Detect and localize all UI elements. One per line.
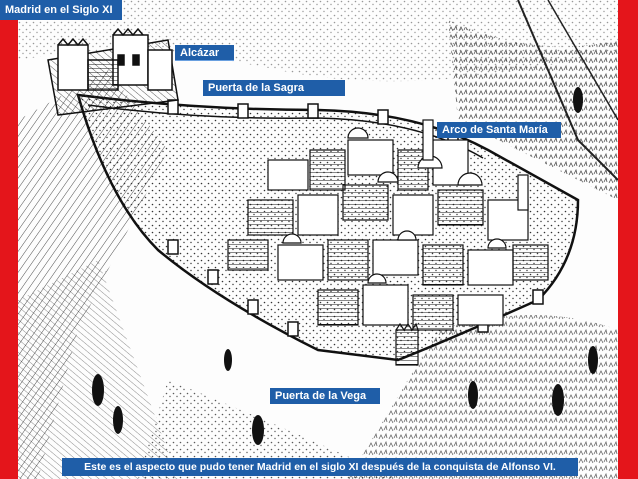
label-arco-de-santa-maria: Arco de Santa María — [437, 122, 561, 138]
label-alcazar: Alcázar — [175, 45, 234, 61]
slide-caption: Este es el aspecto que pudo tener Madrid… — [62, 458, 578, 476]
illustration-drawing — [18, 0, 618, 479]
slide-title: Madrid en el Siglo XI — [0, 0, 122, 20]
label-puerta-de-la-vega: Puerta de la Vega — [270, 388, 380, 404]
label-puerta-de-la-sagra: Puerta de la Sagra — [203, 80, 345, 96]
medieval-madrid-illustration — [18, 0, 618, 479]
